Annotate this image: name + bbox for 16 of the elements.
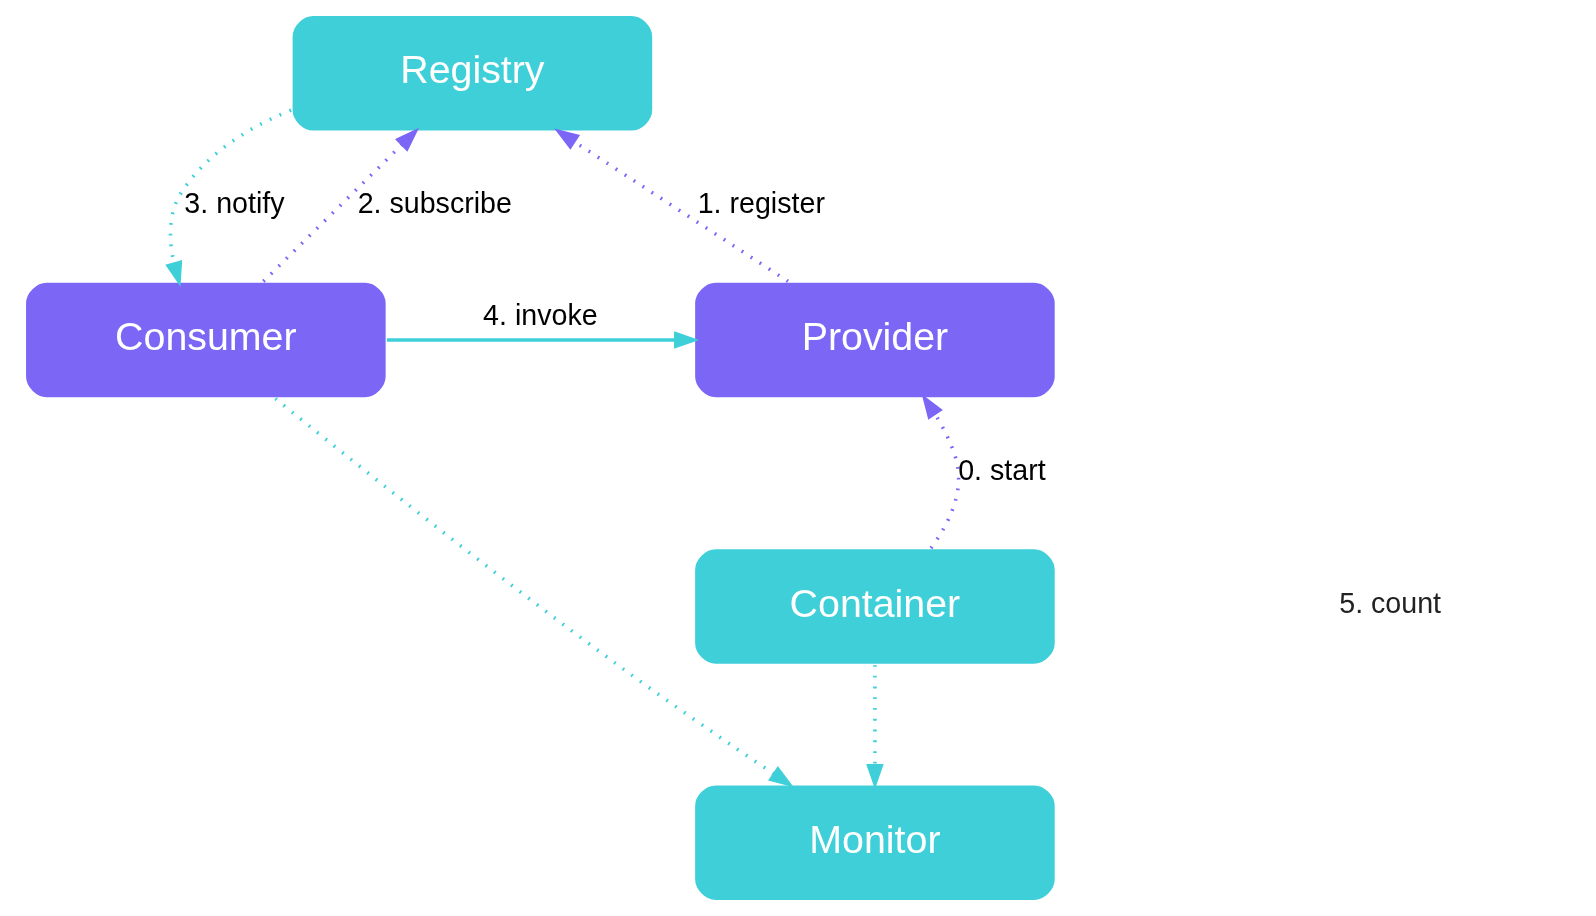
arrow <box>274 397 794 788</box>
edge-label: 1. register <box>697 187 825 220</box>
edge-label: 0. start <box>958 454 1046 486</box>
label: 5. count <box>1339 587 1442 620</box>
node-box: Provider <box>693 280 1057 399</box>
arrow <box>262 127 420 283</box>
node-box: Registry <box>290 14 654 133</box>
arrow <box>554 128 789 283</box>
node-box: Consumer <box>24 280 388 399</box>
arrow <box>386 331 700 349</box>
node-box: Container <box>693 547 1057 666</box>
arrow <box>165 108 292 287</box>
edge-label: 2. subscribe <box>357 187 512 220</box>
node-box: Monitor <box>693 783 1057 902</box>
edge-label: 3. notify <box>184 187 285 220</box>
edge-label: 4. invoke <box>483 299 598 332</box>
